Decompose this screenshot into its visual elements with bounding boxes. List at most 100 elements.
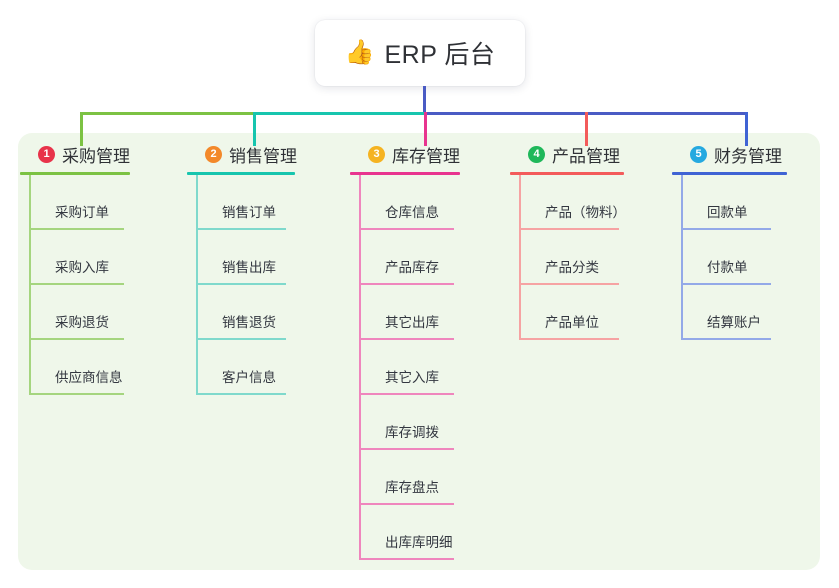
branch-item-label: 回款单 bbox=[707, 205, 748, 220]
branch-item-label: 采购退货 bbox=[55, 315, 109, 330]
branch-title: 销售管理 bbox=[229, 146, 297, 166]
branch-item[interactable]: 采购入库 bbox=[20, 230, 130, 285]
branch-item-label: 出库库明细 bbox=[385, 535, 453, 550]
branch-item[interactable]: 回款单 bbox=[672, 175, 787, 230]
branch-item-label: 销售退货 bbox=[222, 315, 276, 330]
branch-item-label: 供应商信息 bbox=[55, 370, 123, 385]
branch-title: 财务管理 bbox=[714, 146, 782, 166]
branch-number-badge: 5 bbox=[690, 145, 707, 163]
branch-item-underline bbox=[359, 228, 454, 230]
branch-number-badge: 2 bbox=[205, 145, 222, 163]
branch-item-label: 库存盘点 bbox=[385, 480, 439, 495]
branch-item[interactable]: 库存盘点 bbox=[350, 450, 460, 505]
branch-item[interactable]: 采购退货 bbox=[20, 285, 130, 340]
branch-item-underline bbox=[29, 393, 124, 395]
branch-item-underline bbox=[196, 393, 286, 395]
branch-item-underline bbox=[29, 283, 124, 285]
root-trunk-connector bbox=[423, 86, 426, 115]
branch-item-underline bbox=[359, 558, 454, 560]
branch-item-label: 产品单位 bbox=[545, 315, 599, 330]
branch-item-label: 仓库信息 bbox=[385, 205, 439, 220]
branch-column-4: 4 产品管理产品（物料） 产品分类产品单位 bbox=[510, 141, 626, 340]
branch-item-label: 销售订单 bbox=[222, 205, 276, 220]
branch-item[interactable]: 仓库信息 bbox=[350, 175, 460, 230]
branch-header-采购管理[interactable]: 1 采购管理 bbox=[20, 141, 130, 167]
bus-segment-1 bbox=[80, 112, 256, 115]
branch-item-label: 其它入库 bbox=[385, 370, 439, 385]
branch-drop-connector-2 bbox=[253, 112, 256, 146]
branch-header-库存管理[interactable]: 3 库存管理 bbox=[350, 141, 460, 167]
branch-item-list: 产品（物料） 产品分类产品单位 bbox=[510, 175, 626, 340]
branch-title: 库存管理 bbox=[392, 146, 460, 166]
branch-item[interactable]: 出库库明细 bbox=[350, 505, 460, 560]
branch-drop-connector-3 bbox=[424, 112, 427, 146]
branch-item-underline bbox=[196, 283, 286, 285]
branch-item[interactable]: 供应商信息 bbox=[20, 340, 130, 395]
branch-item[interactable]: 产品单位 bbox=[510, 285, 624, 340]
branch-item-label: 其它出库 bbox=[385, 315, 439, 330]
branch-item-underline bbox=[681, 283, 771, 285]
branch-item[interactable]: 结算账户 bbox=[672, 285, 787, 340]
branch-item-underline bbox=[359, 338, 454, 340]
root-node[interactable]: 👍 ERP 后台 bbox=[315, 20, 525, 86]
branch-item-list: 仓库信息产品库存其它出库其它入库库存调拨库存盘点出库库明细 bbox=[350, 175, 460, 560]
branch-title-underline bbox=[187, 172, 295, 175]
branch-number-badge: 4 bbox=[528, 145, 545, 163]
branch-item-underline bbox=[29, 338, 124, 340]
branch-item[interactable]: 库存调拨 bbox=[350, 395, 460, 450]
branch-title-underline bbox=[350, 172, 460, 175]
branch-drop-connector-5 bbox=[745, 112, 748, 146]
bus-segment-2 bbox=[253, 112, 427, 115]
branch-item-underline bbox=[359, 503, 454, 505]
branch-item-underline bbox=[29, 228, 124, 230]
branch-item-underline bbox=[519, 283, 619, 285]
branch-item-label: 采购订单 bbox=[55, 205, 109, 220]
branch-item[interactable]: 客户信息 bbox=[187, 340, 297, 395]
branch-item-label: 产品分类 bbox=[545, 260, 599, 275]
branch-title-underline bbox=[20, 172, 130, 175]
branch-number-badge: 3 bbox=[368, 145, 385, 163]
branch-item-underline bbox=[519, 228, 619, 230]
branch-item-label: 付款单 bbox=[707, 260, 748, 275]
branch-item[interactable]: 销售订单 bbox=[187, 175, 297, 230]
branch-header-销售管理[interactable]: 2 销售管理 bbox=[187, 141, 297, 167]
branch-item-underline bbox=[681, 338, 771, 340]
branch-item[interactable]: 产品（物料） bbox=[510, 175, 626, 230]
branch-drop-connector-1 bbox=[80, 112, 83, 146]
branch-item-underline bbox=[359, 393, 454, 395]
branch-item[interactable]: 付款单 bbox=[672, 230, 787, 285]
branches-panel bbox=[18, 133, 820, 570]
branch-item-underline bbox=[359, 283, 454, 285]
branch-column-2: 2 销售管理销售订单销售出库销售退货客户信息 bbox=[187, 141, 297, 395]
branch-stem-connector bbox=[359, 175, 361, 560]
branch-item-label: 产品（物料） bbox=[545, 205, 626, 220]
branch-title-underline bbox=[672, 172, 787, 175]
thumbs-up-icon: 👍 bbox=[344, 39, 375, 66]
branch-title: 产品管理 bbox=[552, 146, 620, 166]
branch-title: 采购管理 bbox=[62, 146, 130, 166]
branch-stem-connector bbox=[196, 175, 198, 395]
branch-header-产品管理[interactable]: 4 产品管理 bbox=[510, 141, 624, 167]
branch-stem-connector bbox=[681, 175, 683, 340]
branch-header-财务管理[interactable]: 5 财务管理 bbox=[672, 141, 787, 167]
branch-item-label: 库存调拨 bbox=[385, 425, 439, 440]
branch-item[interactable]: 其它入库 bbox=[350, 340, 460, 395]
branch-item-list: 回款单付款单结算账户 bbox=[672, 175, 787, 340]
branch-number-badge: 1 bbox=[38, 145, 55, 163]
branch-item[interactable]: 产品分类 bbox=[510, 230, 624, 285]
branch-item-list: 销售订单销售出库销售退货客户信息 bbox=[187, 175, 297, 395]
branch-item[interactable]: 其它出库 bbox=[350, 285, 460, 340]
branch-item[interactable]: 产品库存 bbox=[350, 230, 460, 285]
branch-item-label: 销售出库 bbox=[222, 260, 276, 275]
branch-title-underline bbox=[510, 172, 624, 175]
branch-item[interactable]: 采购订单 bbox=[20, 175, 130, 230]
branch-item-underline bbox=[196, 228, 286, 230]
branch-item-label: 结算账户 bbox=[707, 315, 761, 330]
root-title: ERP 后台 bbox=[384, 41, 496, 69]
branch-item-underline bbox=[519, 338, 619, 340]
branch-item[interactable]: 销售出库 bbox=[187, 230, 297, 285]
branch-item[interactable]: 销售退货 bbox=[187, 285, 297, 340]
branch-item-label: 产品库存 bbox=[385, 260, 439, 275]
branch-item-underline bbox=[196, 338, 286, 340]
